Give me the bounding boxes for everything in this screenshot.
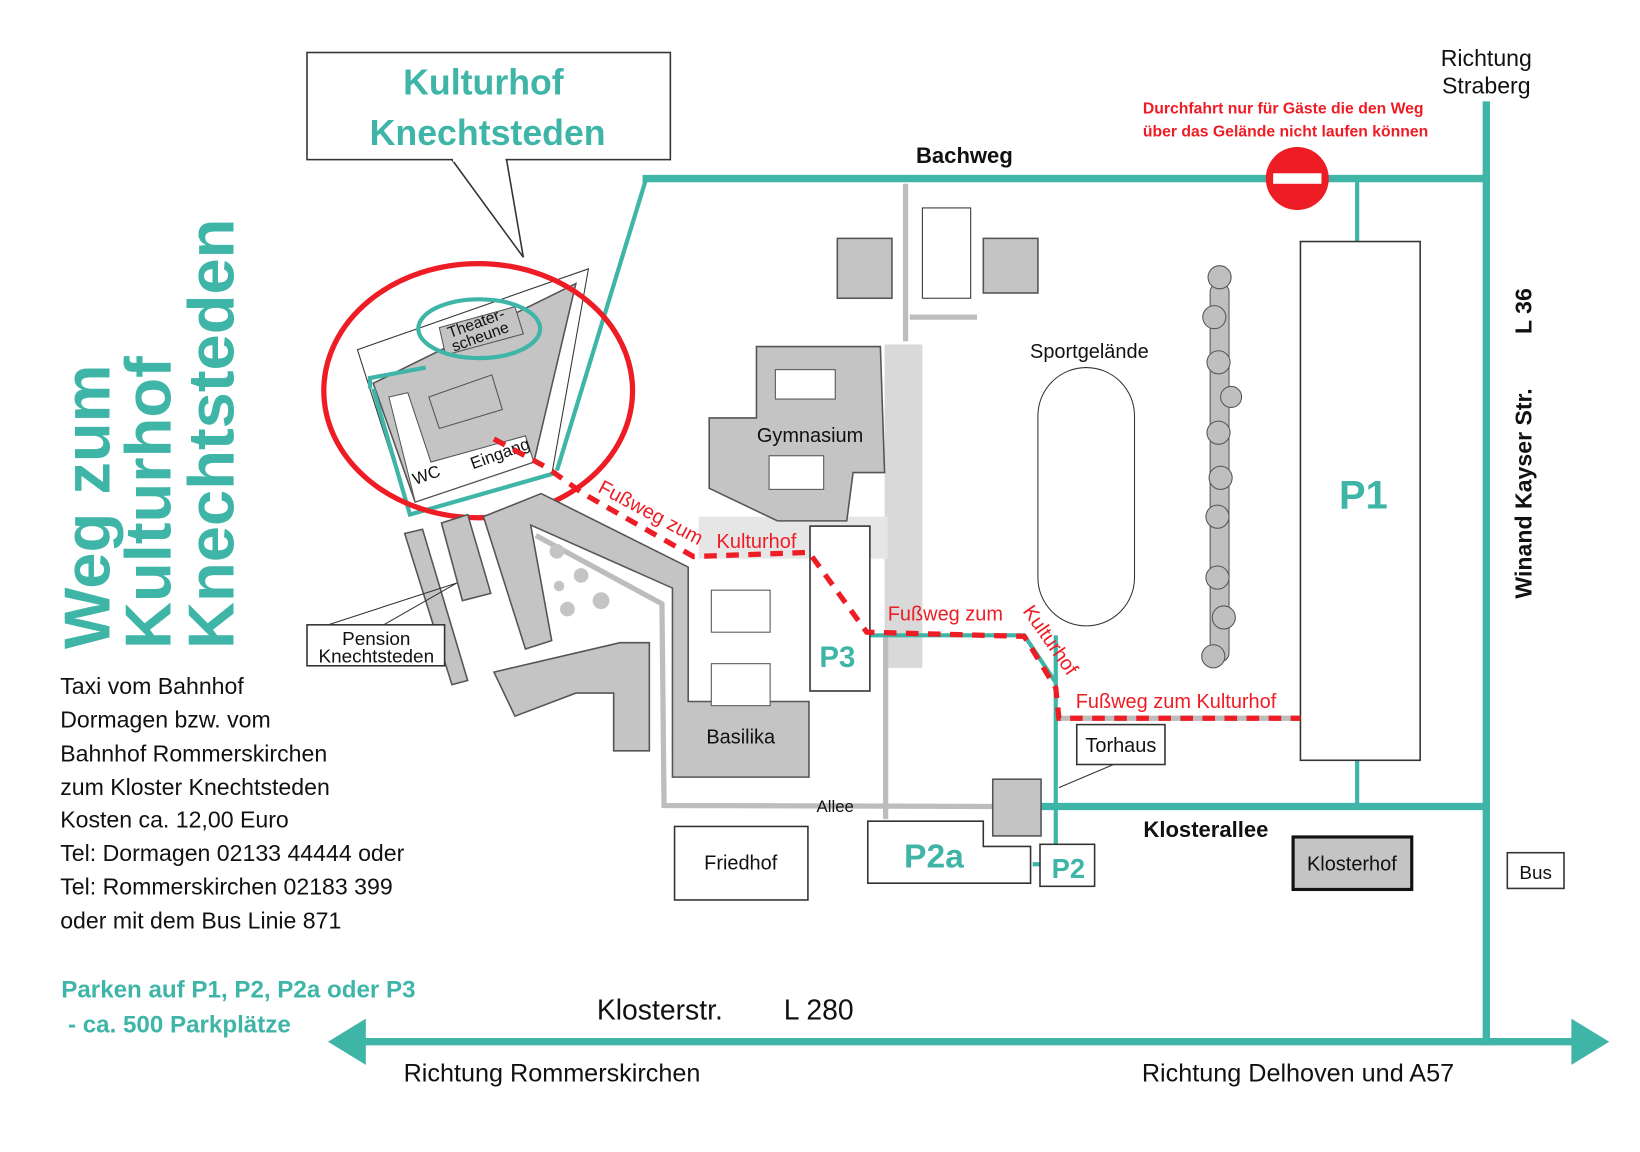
parking-p2a (866, 820, 1032, 884)
arrow-east-icon (1571, 1018, 1610, 1065)
notice-2: über das Gelände nicht laufen können (1143, 124, 1428, 141)
labelled-boxes: P1 P3 P2a P2 Friedhof Torhaus Klosterhof… (306, 240, 1565, 901)
bus-label: Bus (1519, 863, 1552, 884)
sports-court (921, 207, 972, 299)
north-ort: Straberg (1442, 72, 1531, 98)
side-title-2: Kulturhof (111, 356, 184, 649)
north-richtung: Richtung (1441, 45, 1532, 71)
title-line1: Kulturhof (403, 63, 564, 103)
kulturhof-highlight (321, 260, 636, 521)
taxi-line: Bahnhof Rommerskirchen (60, 740, 327, 766)
arrow-west-icon (328, 1018, 366, 1065)
title-callout: Kulturhof Knechtsteden (306, 51, 672, 258)
winand-label: Winand Kayser Str. (1510, 388, 1536, 598)
footpath-label-a2: Kulturhof (717, 531, 797, 553)
footpath-label-c: Fußweg zum Kulturhof (1076, 691, 1277, 713)
parking-info-1: Parken auf P1, P2, P2a oder P3 (61, 977, 415, 1004)
p3-label: P3 (819, 641, 855, 674)
klosterhof-label: Klosterhof (1307, 854, 1397, 876)
tree-row (1201, 265, 1243, 669)
parking-p2 (1039, 843, 1096, 888)
parking-p1 (1299, 240, 1421, 762)
no-entry-icon (1265, 147, 1329, 211)
side-title-3: Knechtsteden (174, 219, 247, 649)
pension-label-2: Knechtsteden (319, 647, 435, 668)
taxi-line: Tel: Rommerskirchen 02183 399 (60, 874, 392, 900)
taxi-line: Kosten ca. 12,00 Euro (60, 807, 289, 833)
trees-cemetery (549, 543, 610, 617)
side-title-1: Weg zum (51, 364, 124, 649)
taxi-line: oder mit dem Bus Linie 871 (60, 907, 341, 933)
klosterallee-label: Klosterallee (1143, 817, 1268, 842)
pension-label-1: Pension (342, 629, 410, 650)
taxi-line: Tel: Dormagen 02133 44444 oder (60, 840, 404, 866)
running-track (1037, 367, 1136, 627)
basilika-label: Basilika (706, 726, 776, 748)
direction-east: Richtung Delhoven und A57 (1142, 1060, 1454, 1088)
taxi-info: Taxi vom Bahnhof Dormagen bzw. vom Bahnh… (60, 673, 404, 933)
klosterstr-label: Klosterstr. (597, 995, 723, 1027)
l36-label: L 36 (1510, 288, 1536, 334)
taxi-line: Dormagen bzw. vom (60, 707, 270, 733)
kulturhof-complex: Theater- scheune WC Eingang (321, 260, 636, 521)
footpath-label-b1: Fußweg zum (888, 604, 1003, 626)
gymnasium-label: Gymnasium (757, 425, 863, 447)
l280-label: L 280 (784, 995, 854, 1027)
p2-label: P2 (1052, 853, 1085, 884)
allee-label: Allee (817, 797, 854, 816)
buildings (403, 207, 1243, 837)
friedhof-label: Friedhof (704, 853, 778, 875)
parking-info-2: - ca. 500 Parkplätze (61, 1011, 290, 1038)
parking-p3 (809, 525, 871, 692)
p1-label: P1 (1339, 473, 1388, 517)
title-line2: Knechtsteden (370, 113, 606, 153)
direction-west: Richtung Rommerskirchen (404, 1060, 701, 1088)
taxi-line: Taxi vom Bahnhof (60, 673, 244, 699)
torhaus-label: Torhaus (1085, 735, 1156, 757)
side-title: Weg zum Kulturhof Knechtsteden (51, 219, 248, 649)
taxi-line: zum Kloster Knechtsteden (60, 774, 330, 800)
sport-label: Sportgelände (1030, 341, 1149, 363)
notice-1: Durchfahrt nur für Gäste die den Weg (1143, 100, 1424, 117)
bachweg-label: Bachweg (916, 143, 1013, 168)
p2a-label: P2a (904, 838, 964, 875)
